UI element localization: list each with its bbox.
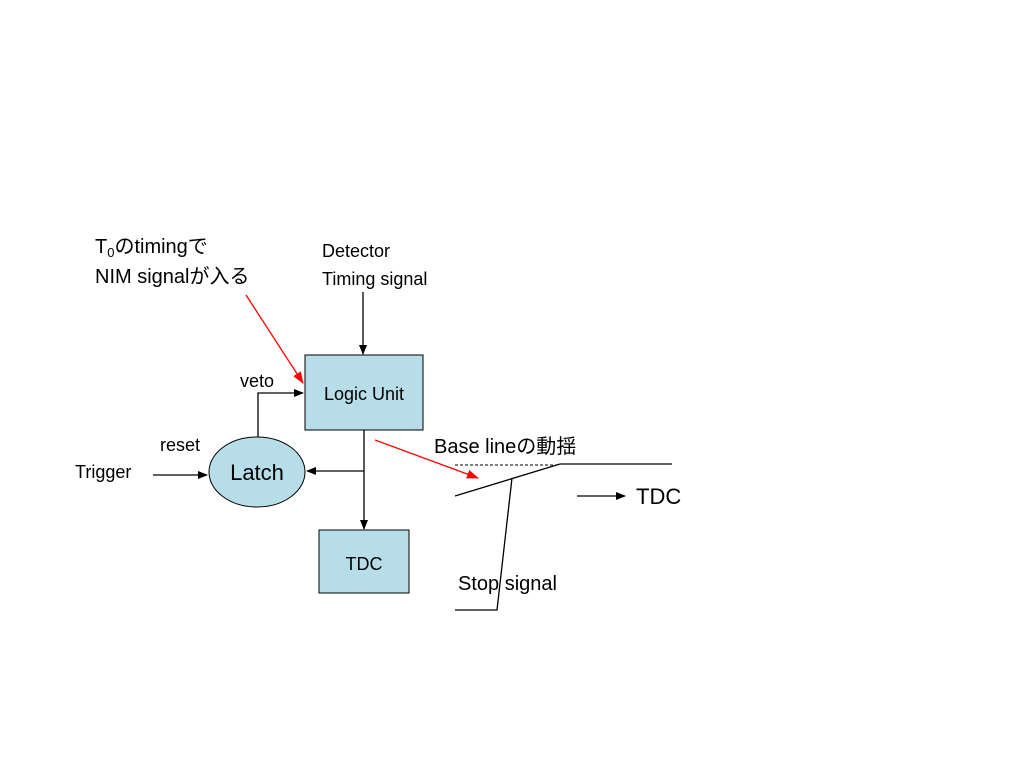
- tdc-output-label: TDC: [636, 484, 681, 509]
- t0-subscript: 0: [107, 245, 114, 260]
- signal-rising-line: [454, 463, 561, 497]
- t0-rest: のtimingで: [114, 236, 207, 258]
- t0-symbol: T: [95, 236, 107, 258]
- veto-label: veto: [240, 371, 274, 391]
- detector-label: Detector: [322, 241, 390, 261]
- tdc-box: [318, 529, 410, 594]
- t0-annotation-line2: NIM signalが入る: [95, 265, 249, 288]
- latch-label: Latch: [230, 460, 284, 485]
- stop-signal-trace: [455, 477, 513, 611]
- latch-ellipse: [208, 436, 306, 508]
- tdc-box-label: TDC: [346, 554, 383, 574]
- baseline-red-arrow: [374, 439, 479, 479]
- trigger-label: Trigger: [75, 462, 131, 482]
- reset-label: reset: [160, 435, 200, 455]
- veto-arrow: [257, 389, 304, 437]
- t0-annotation-line1: T0のtimingで: [95, 236, 208, 260]
- logic-unit-label: Logic Unit: [324, 384, 404, 404]
- nim-signal-red-arrow: [245, 294, 304, 384]
- stop-signal-label: Stop signal: [458, 573, 557, 595]
- timing-signal-label: Timing signal: [322, 269, 427, 289]
- baseline-label: Base lineの動揺: [434, 435, 576, 458]
